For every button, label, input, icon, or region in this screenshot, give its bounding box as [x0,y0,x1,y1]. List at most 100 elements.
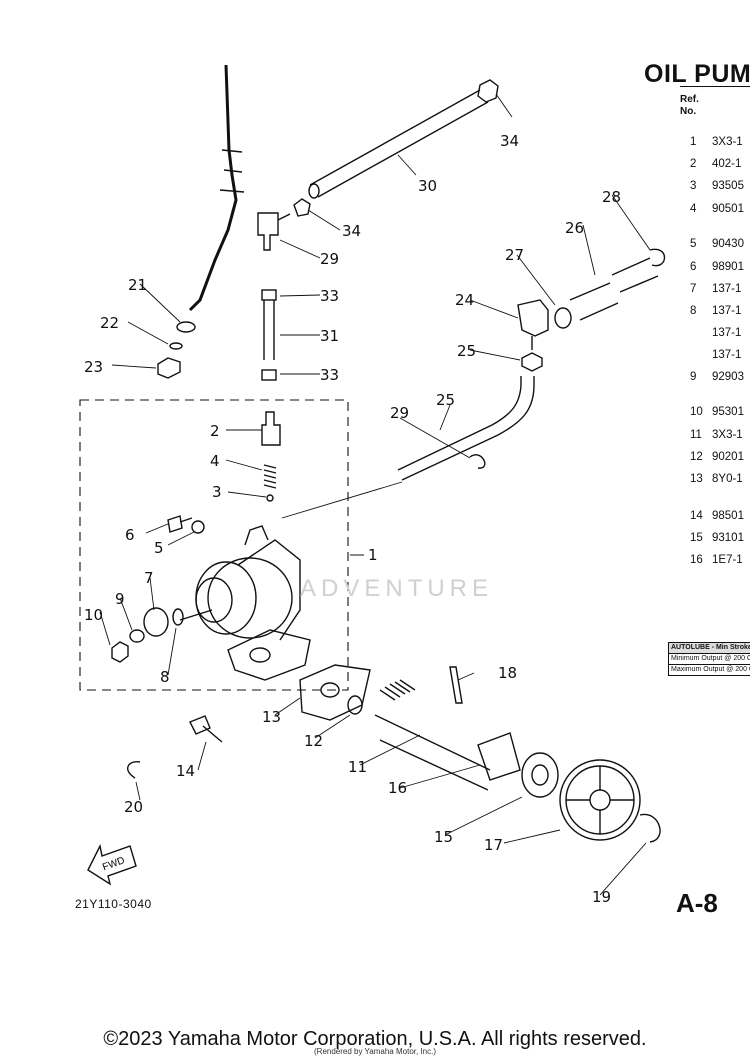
clip-29-top [649,248,666,267]
callout-27: 27 [505,246,524,264]
drawing-code: 21Y110-3040 [75,897,152,911]
part-cell: 93101 [712,532,744,544]
spring-4 [263,464,277,489]
fitting-2 [261,411,281,446]
ref-cell: 5 [690,238,697,250]
throttle-cable [188,64,238,312]
ref-cell: 6 [690,261,697,273]
ref-cell: 9 [690,371,697,383]
header-rule [680,86,750,87]
bushing-16 [477,732,521,781]
part-cell: 137-1 [712,349,742,361]
clip-33-top [261,289,277,301]
callout-31: 30 [418,177,437,195]
part-cell: 90430 [712,238,744,250]
page-title: OIL PUMP [644,60,750,88]
callout-33b: 33 [320,366,339,384]
callout-15: 15 [434,828,453,846]
washer-5 [191,520,205,534]
fwd-arrow-icon [87,843,137,886]
callout-10: 10 [84,606,103,624]
clamp-28 [521,352,543,372]
ref-cell: 10 [690,406,703,418]
callout-23: 23 [84,358,103,376]
clip-34-top [477,79,499,103]
oil-pump-body [195,525,311,681]
autolube-min: Minimum Output @ 200 O [669,653,750,664]
ref-cell: 13 [690,473,703,485]
callout-34a: 34 [500,132,519,150]
clip-33-bottom [261,369,277,381]
washer-22 [169,342,183,350]
ref-cell: 2 [690,158,697,170]
callout-14: 14 [176,762,195,780]
autolube-max: Maximum Output @ 200 O [669,664,750,675]
table-row: 4 90501 [690,203,744,215]
table-row: 9 92903 [690,371,744,383]
table-row: 137-1 [690,349,741,361]
callout-29b: 29 [390,404,409,422]
ref-cell: 1 [690,136,697,148]
callout-11: 11 [348,758,367,776]
callout-9: 9 [115,590,125,608]
part-cell: 3X3-1 [712,136,743,148]
callout-21: 21 [128,276,147,294]
drive-shaft-11 [374,714,491,791]
page-id: A-8 [676,888,718,918]
washer-27 [554,307,572,329]
clip-29-low [469,454,486,469]
no-header: No. [680,106,697,117]
hose-31 [309,89,489,198]
callout-2: 2 [210,422,220,440]
callout-24: 24 [455,291,474,309]
part-cell: 1E7-1 [712,554,743,566]
ref-cell: 11 [690,429,702,441]
callout-22: 22 [100,314,119,332]
plate-7 [143,607,169,637]
clip-34-mid [293,198,311,217]
part-cell: 90201 [712,451,744,463]
part-cell: 90501 [712,203,744,215]
table-row: 14 98501 [690,510,744,522]
washer-8 [172,608,184,626]
part-cell: 92903 [712,371,744,383]
part-cell: 95301 [712,406,744,418]
table-row: 16 1E7-1 [690,554,743,566]
ref-cell: 16 [690,554,703,566]
screw-6 [167,515,193,533]
callout-25: 25 [436,391,455,409]
callout-28: 25 [457,342,476,360]
pump-shaft [179,609,213,621]
table-row: 11 3X3-1 [690,429,743,441]
autolube-header: AUTOLUBE - Min Stroke / O [669,643,750,653]
ref-cell: 7 [690,283,697,295]
callout-7: 7 [144,569,154,587]
hose-32 [263,300,275,360]
bearing-15 [521,752,559,798]
pump-assembly-box [79,399,349,691]
nut-10 [111,641,129,663]
part-cell: 137-1 [712,283,742,295]
ref-cell: 14 [690,510,703,522]
part-cell: 8Y0-1 [712,473,743,485]
callout-19: 19 [592,888,611,906]
callout-34b: 34 [342,222,361,240]
hose-26b [611,257,659,293]
table-row: 1 3X3-1 [690,136,743,148]
part-cell: 3X3-1 [712,429,743,441]
callout-1: 1 [368,546,378,564]
hose-25 [397,376,535,481]
part-cell: 98501 [712,510,744,522]
nut-23 [157,357,181,379]
ref-cell: 4 [690,203,697,215]
callout-5: 5 [154,539,164,557]
ref-cell: 3 [690,180,697,192]
watermark-text: ADVENTURE [300,575,494,602]
fitting-30 [257,212,291,251]
callout-18: 18 [498,664,517,682]
